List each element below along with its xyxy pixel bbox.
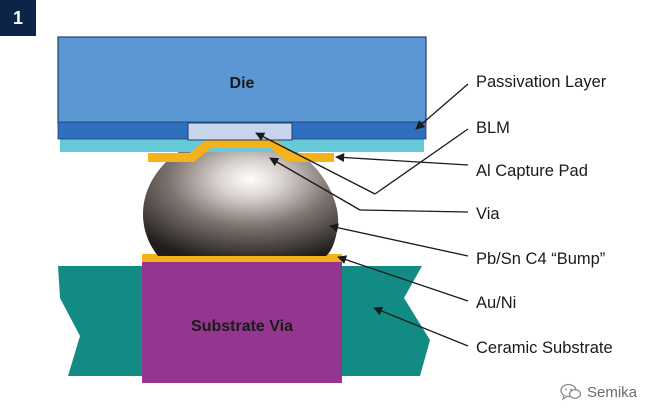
callout-ceramic-substrate: Ceramic Substrate — [476, 339, 613, 357]
die-label: Die — [230, 75, 255, 92]
leader-blm — [374, 128, 469, 195]
callout-au-ni: Au/Ni — [476, 294, 516, 312]
leader-passivation — [415, 83, 469, 130]
au-ni-layer — [142, 254, 342, 262]
leader-au-ni — [337, 255, 469, 302]
watermark: Semika — [560, 381, 637, 403]
leader-via — [359, 209, 469, 213]
die — [57, 36, 427, 124]
callout-passivation-layer: Passivation Layer — [476, 73, 607, 91]
c4-bump — [143, 143, 339, 256]
leader-bump — [329, 223, 469, 257]
leader-ceramic — [373, 306, 469, 347]
leader-blm-2 — [255, 132, 376, 195]
figure-number-badge: 1 — [0, 0, 36, 36]
leader-via-2 — [269, 157, 361, 211]
callout-leaders — [255, 83, 469, 347]
al-capture-pad — [148, 139, 334, 162]
leader-capture-pad — [335, 152, 469, 166]
callout-via: Via — [476, 205, 500, 223]
watermark-text: Semika — [587, 383, 638, 401]
callout-blm: BLM — [476, 119, 510, 137]
substrate-via-label: Substrate Via — [191, 318, 293, 335]
blm — [187, 122, 293, 141]
callout-al-capture-pad: Al Capture Pad — [476, 162, 588, 180]
wechat-icon — [560, 383, 582, 401]
substrate-via — [142, 262, 342, 383]
callout-bump: Pb/Sn C4 “Bump” — [476, 250, 605, 268]
